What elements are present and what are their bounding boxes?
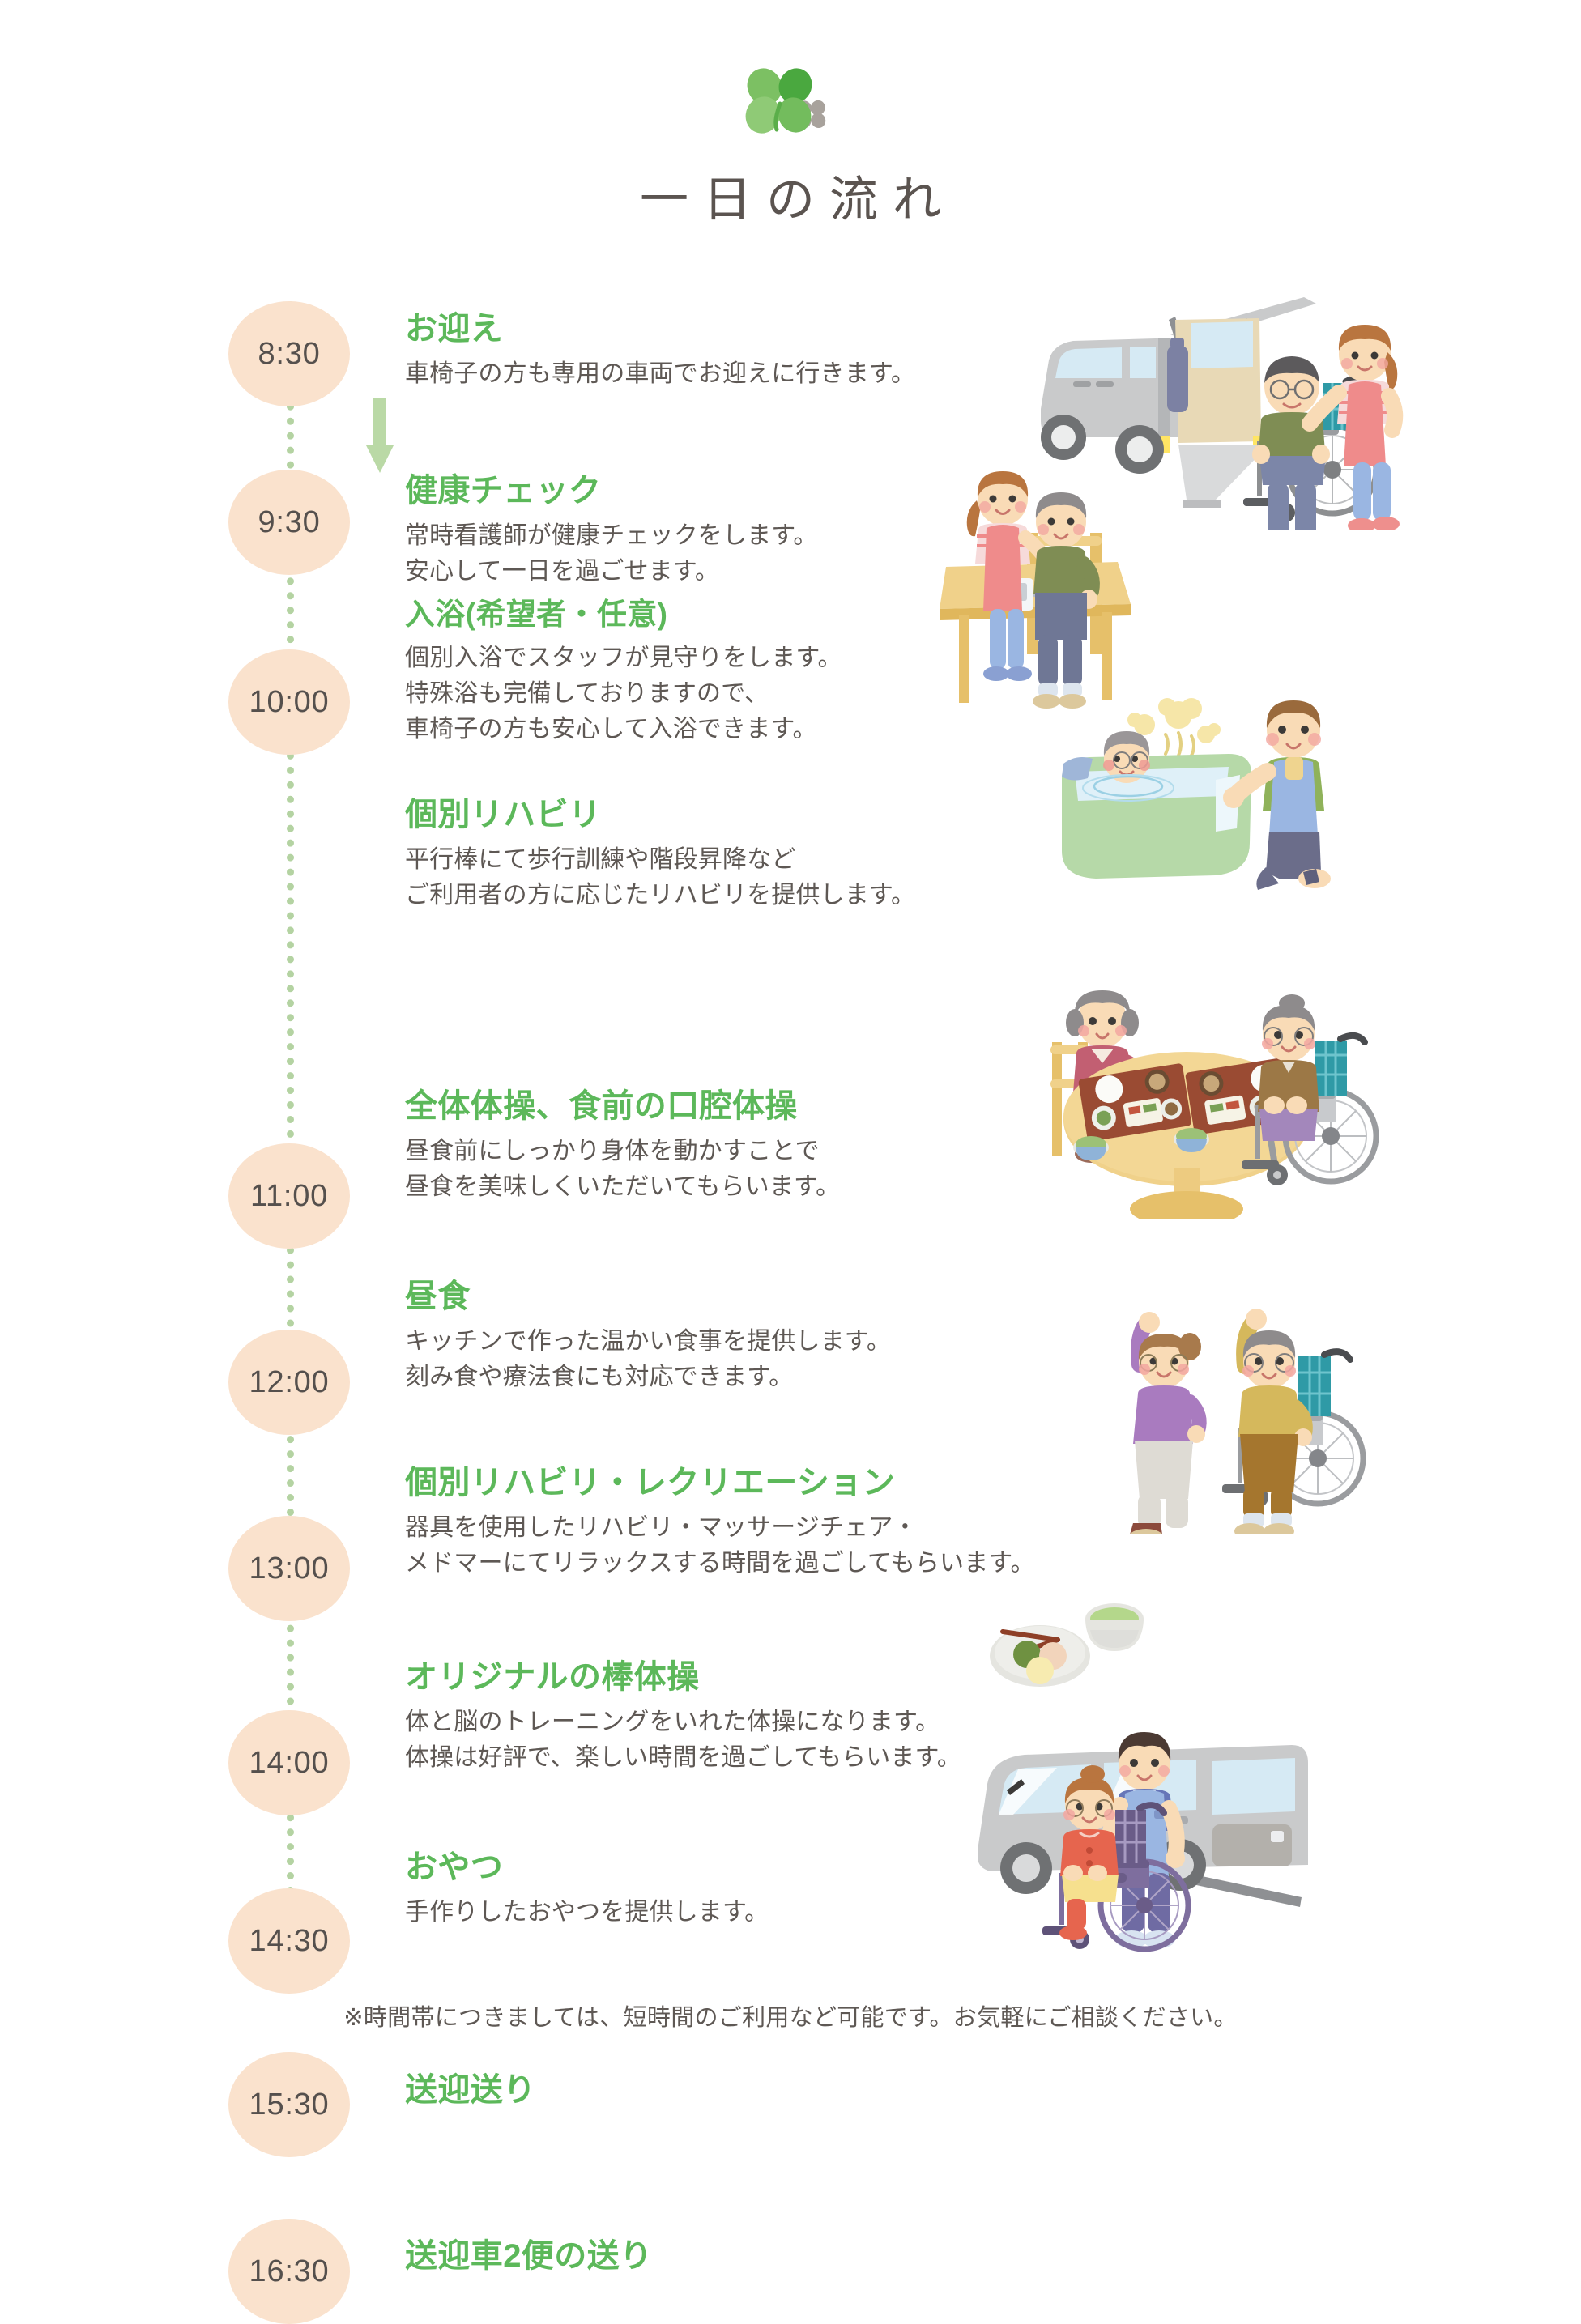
schedule-entry: 入浴(希望者・任意) 個別入浴でスタッフが見守りをします。 特殊浴も完備しており…	[405, 597, 1118, 747]
welfare-van-pickup-illustration	[1016, 287, 1511, 565]
dropoff-van-illustration	[968, 1713, 1421, 1980]
entry-title: オリジナルの棒体操	[405, 1659, 700, 1695]
schedule-entry: 送迎車2便の送り	[405, 2237, 1118, 2284]
entry-title: 昼食	[405, 1279, 471, 1314]
schedule-entry: 昼食 キッチンで作った温かい食事を提供します。 刻み食や療法食にも対応できます。	[405, 1277, 1118, 1395]
entry-title: お迎え	[405, 311, 504, 347]
four-leaf-clover-icon	[734, 65, 847, 146]
snack-dango-tea-illustration	[987, 1583, 1173, 1696]
entry-line: 特殊浴も完備しておりますので、	[405, 680, 769, 708]
timeline-dotted-connector	[287, 301, 294, 1953]
schedule-entry: おやつ 手作りしたおやつを提供します。	[405, 1848, 1118, 1930]
schedule-entry: 個別リハビリ 平行棒にて歩行訓練や階段昇降など ご利用者の方に応じたリハビリを提…	[405, 795, 1118, 913]
time-label: 13:00	[249, 1551, 330, 1586]
entry-title: 送迎車2便の送り	[405, 2238, 653, 2274]
entry-line: 昼食前にしっかり身体を動かすことで	[405, 1138, 820, 1164]
schedule-entry: 送迎送り	[405, 2071, 1118, 2118]
entry-title: 全体体操、食前の口腔体操	[405, 1088, 798, 1124]
time-bubble: 14:30	[228, 1888, 350, 1994]
entry-line: 車椅子の方も専用の車両でお迎えに行きます。	[405, 360, 916, 387]
blood-pressure-check-illustration	[940, 462, 1280, 713]
entry-line: 体と脳のトレーニングをいれた体操になります。	[405, 1709, 940, 1735]
time-bubble: 9:30	[228, 470, 350, 575]
time-label: 10:00	[249, 684, 330, 719]
schedule-entry: 全体体操、食前の口腔体操 昼食前にしっかり身体を動かすことで 昼食を美味しくいた…	[405, 1087, 1118, 1205]
time-bubble: 16:30	[228, 2219, 350, 2324]
entry-line: 平行棒にて歩行訓練や階段昇降など	[405, 846, 796, 873]
entry-title: 個別リハビリ	[405, 797, 602, 832]
daily-schedule-timeline: 8:30 9:30 10:00 11:00 12:00 13:00 14:00 …	[0, 285, 1581, 2324]
entry-line: 安心して一日を過ごせます。	[405, 557, 720, 585]
entry-line: 個別入浴でスタッフが見守りをします。	[405, 645, 842, 672]
time-bubble: 10:00	[228, 649, 350, 755]
lunch-meal-illustration	[1041, 960, 1421, 1227]
time-label: 9:30	[258, 504, 321, 539]
down-arrow-icon	[366, 398, 394, 473]
entry-title: 健康チェック	[405, 473, 602, 509]
entry-line: メドマーにてリラックスする時間を過ごしてもらいます。	[405, 1549, 1035, 1577]
time-label: 16:30	[249, 2254, 330, 2288]
time-label: 11:00	[249, 1178, 329, 1213]
entry-line: 器具を使用したリハビリ・マッサージチェア・	[405, 1514, 918, 1541]
stretch-exercise-illustration	[1089, 1283, 1413, 1547]
time-label: 14:30	[249, 1923, 330, 1958]
entry-line: ご利用者の方に応じたリハビリを提供します。	[405, 881, 916, 909]
entry-title: 入浴(希望者・任意)	[405, 598, 668, 631]
entry-title: 個別リハビリ・レクリエーション	[405, 1465, 896, 1500]
entry-line: 昼食を美味しくいただいてもらいます。	[405, 1173, 841, 1200]
entry-line: キッチンで作った温かい食事を提供します。	[405, 1328, 891, 1355]
page-title: 一日の流れ	[640, 172, 956, 227]
time-bubble: 13:00	[228, 1516, 350, 1621]
entry-line: 体操は好評で、楽しい時間を過ごしてもらいます。	[405, 1743, 961, 1771]
schedule-entry: 個別リハビリ・レクリエーション 器具を使用したリハビリ・マッサージチェア・ メド…	[405, 1463, 1118, 1581]
time-bubble: 12:00	[228, 1330, 350, 1435]
time-bubble: 8:30	[228, 301, 350, 406]
assisted-bath-illustration	[1057, 684, 1381, 899]
entry-line: 常時看護師が健康チェックをします。	[405, 522, 818, 549]
entry-title: 送迎送り	[405, 2072, 536, 2108]
time-label: 14:00	[249, 1745, 330, 1780]
schedule-entry: 健康チェック 常時看護師が健康チェックをします。 安心して一日を過ごせます。	[405, 471, 1118, 590]
time-label: 12:00	[249, 1364, 330, 1399]
time-label: 15:30	[249, 2087, 330, 2122]
page-header: 一日の流れ	[0, 65, 1581, 231]
time-label: 8:30	[258, 336, 321, 371]
entry-title: おやつ	[405, 1849, 504, 1885]
time-bubble: 11:00	[228, 1143, 350, 1249]
schedule-entry: お迎え 車椅子の方も専用の車両でお迎えに行きます。	[405, 309, 1118, 392]
time-bubble: 14:00	[228, 1710, 350, 1815]
time-bubble: 15:30	[228, 2052, 350, 2157]
entry-line: 車椅子の方も安心して入浴できます。	[405, 715, 817, 743]
entry-line: 手作りしたおやつを提供します。	[405, 1899, 769, 1926]
schedule-entry: オリジナルの棒体操 体と脳のトレーニングをいれた体操になります。 体操は好評で、…	[405, 1658, 1118, 1776]
footnote: ※時間帯につきましては、短時間のご利用など可能です。お気軽にご相談ください。	[343, 2005, 1238, 2031]
entry-line: 刻み食や療法食にも対応できます。	[405, 1363, 794, 1390]
